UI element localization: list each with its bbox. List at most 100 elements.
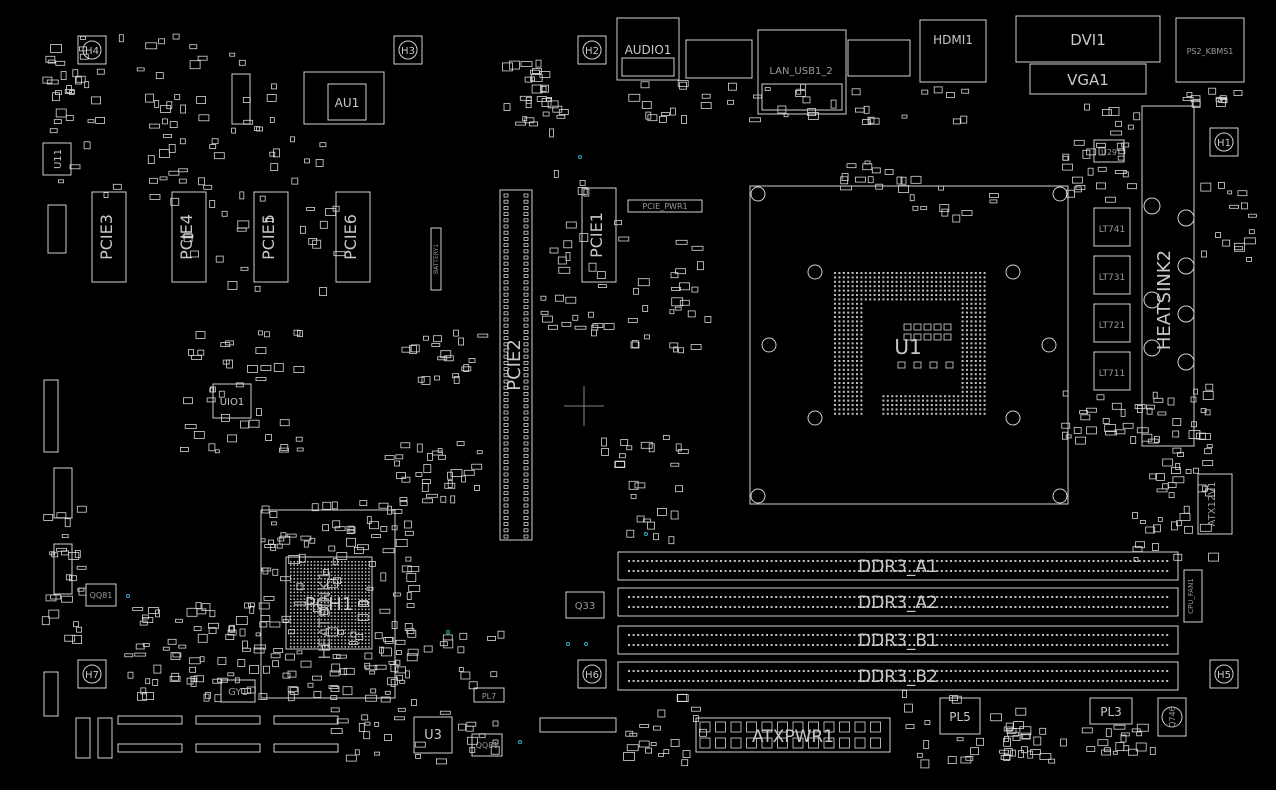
hdmi-connector[interactable]: HDMI1	[919, 19, 987, 83]
u3-chip[interactable]: U3	[413, 716, 453, 754]
smd-pad	[577, 186, 588, 195]
dimm-pin	[1143, 634, 1146, 636]
bga-ball	[341, 642, 343, 645]
transistor-qq81-left[interactable]: QQ81	[85, 583, 117, 607]
pcie-power-connector[interactable]: PCIE_PWR1	[627, 199, 703, 213]
mosfet-lt711[interactable]: LT711	[1093, 351, 1131, 391]
audio-connector[interactable]: AUDIO1	[616, 17, 680, 81]
battery-holder[interactable]: BATTERY1	[430, 227, 442, 291]
dimm-pin	[1120, 596, 1123, 598]
land-pad	[860, 399, 863, 402]
land-pad	[842, 316, 845, 318]
bga-ball	[351, 571, 353, 573]
bga-ball	[303, 635, 306, 638]
inductor-pl3[interactable]: PL3	[1089, 697, 1133, 725]
mosfet-lt731[interactable]: LT731	[1093, 255, 1131, 295]
dimm-slot-a1[interactable]: DDR3_A1	[617, 551, 1179, 581]
u11-chip[interactable]: U11	[42, 142, 72, 176]
dimm-pin	[1042, 596, 1044, 598]
smd-pad	[87, 119, 95, 124]
smd-pad	[1185, 469, 1192, 474]
dimm-pin	[996, 680, 998, 682]
dimm-pin	[1042, 606, 1044, 608]
transistor-qq81-bottom[interactable]: QQ81	[471, 733, 503, 757]
audio-codec-chip[interactable]: AU1	[303, 71, 385, 125]
atx-power-connector[interactable]: ATXPWR1	[695, 717, 891, 753]
dimm-pin	[646, 670, 649, 672]
land-pad	[983, 280, 986, 283]
pcie6-slot[interactable]: PCIE6	[335, 191, 371, 283]
smd-pad	[1173, 553, 1183, 561]
dimm-slot-a2[interactable]: DDR3_A2	[617, 587, 1179, 617]
bga-ball	[310, 584, 312, 587]
mosfet-lt741[interactable]: LT741	[1093, 207, 1131, 247]
dimm-pin	[936, 634, 939, 636]
mounting-hole-h6[interactable]: H6	[577, 659, 607, 689]
bga-ball	[290, 622, 292, 624]
dimm-pin	[1120, 606, 1123, 608]
dimm-pin	[655, 680, 658, 682]
dimm-slot-b2[interactable]: DDR3_B2	[617, 661, 1179, 691]
smd-pad	[170, 197, 180, 206]
dimm-pin	[867, 570, 870, 572]
dimm-pin	[1138, 634, 1141, 636]
vga-connector[interactable]: VGA1	[1029, 63, 1147, 95]
dimm-pin	[1074, 570, 1077, 572]
land-pad	[851, 311, 854, 314]
mounting-hole-h7[interactable]: H7	[77, 659, 107, 689]
smd-pad	[91, 96, 101, 105]
crystal-gy1[interactable]: GY1	[220, 679, 256, 703]
land-pad	[864, 272, 867, 274]
mounting-hole-h4[interactable]: H4	[77, 35, 107, 65]
transistor-q746[interactable]: Q746	[1157, 697, 1187, 737]
dimm-slot-b1[interactable]: DDR3_B1	[617, 625, 1179, 655]
pcie5-slot[interactable]: PCIE5	[253, 191, 289, 283]
transistor-label: QQ81	[476, 741, 499, 750]
mounting-hole-h1[interactable]: H1	[1209, 127, 1239, 157]
lan-usb-connector[interactable]: LAN_USB1_2	[685, 29, 847, 115]
land-pad	[847, 302, 850, 305]
smd-pad	[237, 220, 250, 229]
pcie4-slot[interactable]: PCIE4	[171, 191, 207, 283]
pin-pad	[523, 367, 529, 372]
bga-ball	[310, 635, 312, 638]
smd-pad	[346, 529, 355, 534]
super-io-chip[interactable]: UIO1	[212, 383, 252, 419]
transistor-q33[interactable]: Q33	[565, 591, 605, 619]
dimm-pin	[775, 606, 778, 608]
land-pad	[851, 280, 854, 283]
pcie1-slot[interactable]: PCIE1	[581, 187, 617, 283]
smd-pad	[458, 667, 464, 672]
cpu-fan-header[interactable]: CPU_FAN1	[1183, 569, 1203, 623]
mosfet-lt721[interactable]: LT721	[1093, 303, 1131, 343]
cpu-socket[interactable]: U1	[749, 185, 1069, 505]
smd-pad	[1081, 727, 1093, 734]
dimm-pin	[1078, 606, 1081, 608]
pcie3-slot[interactable]: PCIE3	[91, 191, 127, 283]
bga-ball	[317, 612, 319, 614]
dimm-pin	[651, 670, 653, 672]
bga-ball	[290, 615, 292, 617]
dimm-pin	[733, 644, 736, 646]
smd-pad	[522, 116, 528, 122]
land-pad	[970, 280, 973, 283]
dimm-pin	[816, 634, 819, 636]
bga-ball	[310, 622, 312, 624]
land-pad	[948, 404, 951, 406]
inductor-pl7[interactable]: PL7	[473, 687, 505, 703]
inductor-pl5[interactable]: PL5	[939, 697, 981, 735]
bga-ball	[317, 639, 319, 641]
mounting-hole-h5[interactable]: H5	[1209, 659, 1239, 689]
dvi-connector[interactable]: DVI1	[1015, 15, 1161, 63]
atx12v-connector[interactable]: ATX12V1	[1197, 473, 1233, 535]
ps2-connector[interactable]: PS2_KBMS1	[1175, 17, 1245, 83]
pcie2-slot[interactable]: PCIE2	[499, 189, 533, 541]
pcie-slot-label: PCIE5	[259, 214, 278, 260]
mounting-hole-h3[interactable]: H3	[393, 35, 423, 65]
land-pad	[944, 404, 946, 406]
u29-chip[interactable]: U29	[1093, 139, 1125, 163]
pch-chip[interactable]: PCH1 HEATSINK1	[260, 509, 396, 699]
mounting-hole-h2[interactable]: H2	[577, 35, 607, 65]
pin-pad	[503, 323, 509, 328]
bga-ball	[334, 639, 336, 641]
